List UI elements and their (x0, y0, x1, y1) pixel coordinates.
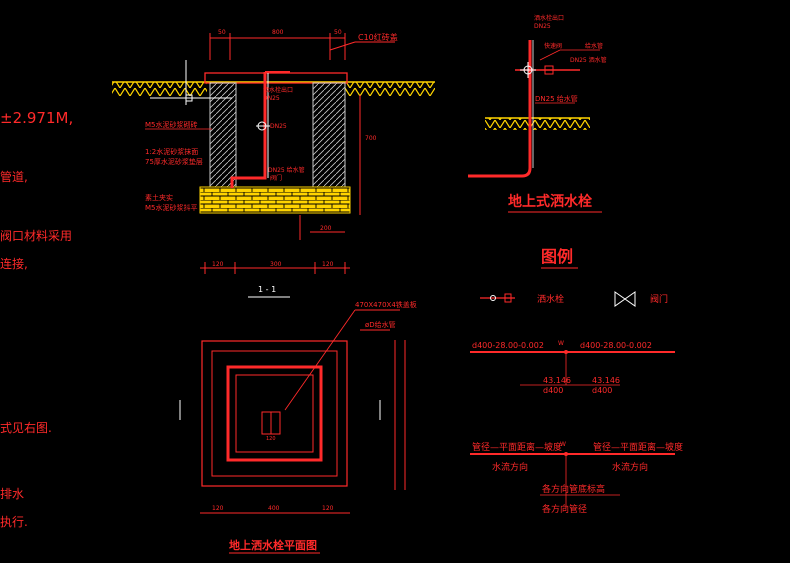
bottom-dim-1: 120 (212, 261, 224, 268)
label-mortar-2: 75厚水泥砂浆垫层 (145, 157, 203, 166)
section-tag: 1 - 1 (258, 285, 276, 294)
base-brick (199, 186, 351, 214)
label-cover: 470X470X4铁盖板 (355, 300, 417, 309)
legend-valve: 阀门 (650, 293, 668, 305)
note-line-7: 执行. (0, 515, 28, 529)
valve-symbol-icon (614, 291, 636, 307)
plan-title: 地上洒水栓平面图 (229, 538, 317, 552)
bottom-dim-2: 300 (270, 261, 282, 268)
label-pipe: øD给水管 (365, 320, 396, 329)
label-mortar: 1:2水泥砂浆抹面 (145, 147, 198, 156)
note-line-5: 式见右图. (0, 420, 52, 435)
left-notes: ±2.971M, 管道, 阀口材料采用 连接, 式见右图. 排水 执行. (0, 109, 73, 529)
elev-left-top: 43.146 (543, 376, 571, 385)
riser-pipe (230, 72, 267, 188)
elev-left-bot: d400 (543, 386, 563, 395)
elev-right-bot: d400 (592, 386, 612, 395)
hydrant-valve: 快速阀 (544, 42, 562, 50)
plan-bottom-dim-2: 400 (268, 505, 280, 512)
hydrant-outlet-2: DN25 (534, 23, 551, 30)
plan-bottom-dim-3: 120 (322, 505, 334, 512)
label-dn25-a: DN25 (270, 123, 287, 130)
label-m5: M5水泥砂浆砌砖 (145, 120, 198, 129)
slope-right: 管径—平面距离—坡度 (593, 441, 683, 453)
plan-chamber (226, 365, 323, 462)
legend-note-2: 各方向管径 (542, 503, 587, 515)
plan-outer (201, 340, 348, 487)
note-line-6: 排水 (0, 487, 24, 501)
label-base-1: 素土夹实 (145, 193, 173, 202)
top-dim-3: 50 (334, 29, 342, 36)
note-line-4: 连接, (0, 256, 28, 271)
hydrant-dn: DN25 洒水管 (570, 56, 607, 64)
legend-pipe-right: d400-28.00-0.002 (580, 341, 652, 350)
elev-right-top: 43.146 (592, 376, 620, 385)
legend-title: 图例 (541, 247, 573, 266)
note-line-2: 管道, (0, 169, 28, 184)
label-dn25-b: DN25 给水管 (268, 166, 305, 174)
bottom-dim-3: 120 (322, 261, 334, 268)
center-dim: 120 (266, 436, 276, 442)
slope-left: 管径—平面距离—坡度 (472, 441, 562, 453)
top-dim-1: 50 (218, 29, 226, 36)
note-outlet-2: DN25 (263, 95, 280, 102)
hydrant-ground-hatch (485, 118, 590, 130)
legend: 图例 洒水栓 阀门 d400-28.00-0.002 W d400-28.00-… (470, 247, 683, 515)
bottom-small-dim: 200 (320, 225, 332, 232)
flow-left: 水流方向 (492, 461, 528, 473)
right-dim: 700 (365, 135, 377, 142)
note-outlet: 洒水栓出口 (263, 86, 293, 94)
note-c10: C10红砖盖 (358, 32, 398, 42)
label-base-2: M5水泥砂浆抖平 (145, 203, 198, 212)
hydrant-outlet: 洒水栓出口 (534, 14, 564, 22)
plan-view: 120 470X470X4铁盖板 øD给水管 120 400 120 地上洒水栓… (179, 300, 417, 554)
hydrant-pipe (468, 40, 532, 178)
ground-hatch-right (345, 82, 435, 96)
legend-hydrant: 洒水栓 (537, 293, 564, 305)
top-dim-2: 800 (272, 29, 284, 36)
section-view: 50 800 50 C10红砖盖 洒水栓出口 DN25 M5水泥砂浆砌砖 (112, 29, 435, 298)
hydrant-view: 洒水栓出口 DN25 快速阀 给水管 DN25 洒水管 DN25 给水管 地上式… (468, 14, 607, 213)
wall-right (312, 82, 346, 188)
label-valve: 阀门 (270, 174, 282, 182)
slope-w: W (560, 441, 566, 448)
hydrant-valve-2: 给水管 (585, 42, 603, 50)
hydrant-title: 地上式洒水栓 (508, 193, 592, 210)
note-line-1: ±2.971M, (0, 109, 73, 127)
hydrant-pipe-label: DN25 给水管 (535, 94, 578, 103)
legend-pipe-left: d400-28.00-0.002 (472, 341, 544, 350)
ground-hatch-left (112, 82, 207, 96)
wall-left (209, 82, 237, 188)
legend-pipe-w: W (558, 340, 564, 347)
note-line-3: 阀口材料采用 (0, 229, 72, 243)
plan-bottom-dim-1: 120 (212, 505, 224, 512)
legend-note-1: 各方向管底标高 (542, 483, 605, 495)
flow-right: 水流方向 (612, 461, 648, 473)
